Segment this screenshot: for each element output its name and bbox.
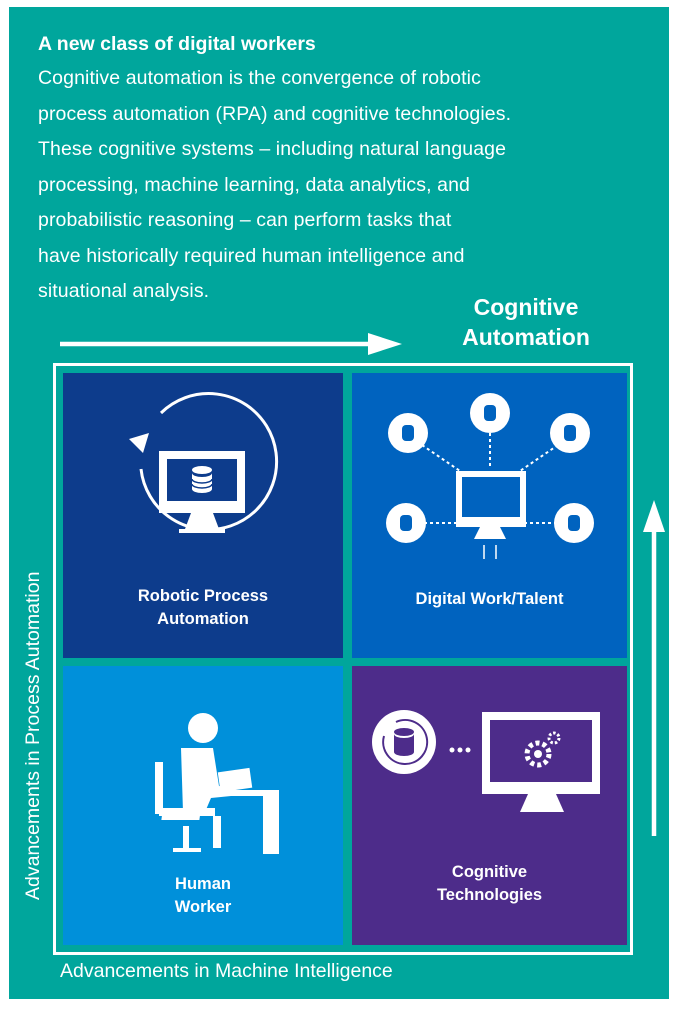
quadrant-cognitive-tech: Cognitive Technologies: [352, 666, 627, 945]
arrow-right-icon: [60, 333, 402, 355]
person-at-desk-icon: [155, 713, 279, 854]
intro-line: have historically required human intelli…: [38, 244, 465, 267]
heading: A new class of digital workers: [38, 33, 316, 55]
x-axis-label: Advancements in Machine Intelligence: [60, 960, 393, 982]
intro-paragraph: Cognitive automation is the convergence …: [38, 61, 648, 310]
intro-line: processing, machine learning, data analy…: [38, 173, 470, 196]
quadrant-grid: Robotic Process Automation: [53, 363, 633, 955]
intro-line: These cognitive systems – including natu…: [38, 138, 507, 160]
quadrant-digital-work: Digital Work/Talent: [352, 373, 627, 658]
arrow-up-icon: [643, 500, 665, 836]
intro-line: situational analysis.: [38, 280, 210, 302]
quadrant-human-worker: Human Worker: [63, 666, 343, 945]
cognitive-automation-label: Cognitive Automation: [462, 294, 590, 350]
intro-line: process automation (RPA) and cognitive t…: [38, 102, 512, 125]
quadrant-label-cognitive-tech: Cognitive Technologies: [436, 863, 543, 904]
database-to-gear-monitor-icon: [372, 710, 600, 812]
quadrant-label-rpa: Robotic Process Automation: [137, 587, 269, 628]
y-axis-label: Advancements in Process Automation: [22, 571, 44, 900]
intro-line: probabilistic reasoning – can perform ta…: [38, 209, 452, 231]
quadrant-rpa: Robotic Process Automation: [63, 373, 343, 658]
quadrant-label-digital-work: Digital Work/Talent: [415, 590, 564, 608]
intro-line: Cognitive automation is the convergence …: [38, 67, 481, 89]
connected-monitor-network-icon: [386, 393, 594, 559]
monitor-database-cycle-icon: [129, 392, 279, 533]
quadrant-label-human-worker: Human Worker: [174, 875, 232, 916]
